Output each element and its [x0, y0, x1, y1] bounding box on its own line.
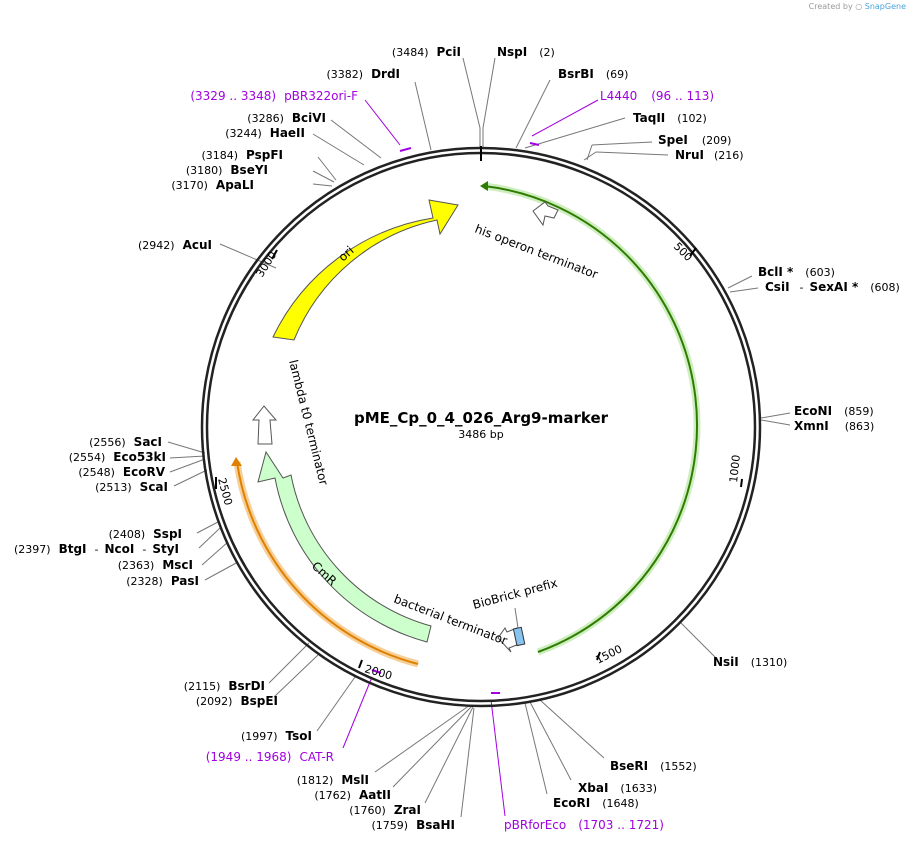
- site-labels: (3484)PciI NspI(2) (3382)DrdI BsrBI(69) …: [14, 45, 900, 832]
- biobrick-prefix-block: [512, 626, 526, 647]
- tick-label-3000: 3000: [254, 249, 280, 280]
- site-ApaLI[interactable]: (3170)ApaLI: [171, 178, 254, 192]
- primer-pBR322ori-F[interactable]: (3329 .. 3348)pBR322ori-F: [190, 89, 358, 103]
- site-HaeII[interactable]: (3244)HaeII: [225, 126, 305, 140]
- site-SpeI[interactable]: SpeI(209): [658, 133, 731, 147]
- site-BciVI[interactable]: (3286)BciVI: [247, 111, 326, 125]
- site-BsrDI[interactable]: (2115)BsrDI: [184, 679, 265, 693]
- green-feature-arrowhead: [480, 181, 488, 191]
- site-AatII[interactable]: (1762)AatII: [314, 788, 391, 802]
- orange-feature-arc: [236, 461, 419, 665]
- site-TaqII[interactable]: TaqII(102): [633, 111, 707, 125]
- site-PasI[interactable]: (2328)PasI: [126, 574, 199, 588]
- primer-marks: [371, 142, 540, 694]
- site-BspEI[interactable]: (2092)BspEI: [196, 694, 278, 708]
- green-feature-arc: [483, 185, 699, 653]
- leader-lines: [167, 57, 791, 818]
- site-ScaI[interactable]: (2513)ScaI: [95, 480, 168, 494]
- tick-label-2000: 2000: [363, 662, 393, 682]
- snapgene-credit: Created by ○ SnapGene: [809, 2, 906, 11]
- site-BsaHI[interactable]: (1759)BsaHI: [372, 818, 455, 832]
- tick-marks: [215, 247, 743, 669]
- site-NruI[interactable]: NruI(216): [675, 148, 744, 162]
- lambda-t0-terminator-label: lambda t0 terminator: [286, 358, 331, 486]
- primer-L4440[interactable]: L4440(96 .. 113): [600, 89, 714, 103]
- site-EcoRV[interactable]: (2548)EcoRV: [78, 465, 165, 479]
- site-BtgI-NcoI-StyI[interactable]: (2397)BtgI-NcoI-StyI: [14, 542, 179, 556]
- site-TsoI[interactable]: (1997)TsoI: [241, 729, 312, 743]
- cmr-feature: [257, 450, 432, 643]
- credit-brand: SnapGene: [864, 2, 906, 11]
- site-BclI[interactable]: BclI *(603): [758, 265, 835, 279]
- plasmid-name: pME_Cp_0_4_026_Arg9-marker: [354, 409, 609, 427]
- site-BseYI[interactable]: (3180)BseYI: [186, 163, 268, 177]
- site-SacI[interactable]: (2556)SacI: [89, 435, 162, 449]
- site-NsiI[interactable]: NsiI(1310): [713, 655, 787, 669]
- primer-lines: [342, 99, 599, 817]
- site-XmnI[interactable]: XmnI(863): [794, 419, 874, 433]
- primer-labels: (3329 .. 3348)pBR322ori-F L4440(96 .. 11…: [190, 89, 714, 832]
- primer-pBRforEco[interactable]: pBRforEco(1703 .. 1721): [504, 818, 664, 832]
- tick-label-1000: 1000: [727, 454, 743, 483]
- site-AcuI[interactable]: (2942)AcuI: [138, 238, 212, 252]
- primer-CAT-R[interactable]: (1949 .. 1968)CAT-R: [206, 750, 334, 764]
- his-operon-terminator-label: his operon terminator: [473, 222, 600, 282]
- site-NspI[interactable]: NspI(2): [497, 45, 555, 59]
- site-Eco53kI[interactable]: (2554)Eco53kI: [69, 450, 166, 464]
- biobrick-leader: [514, 607, 519, 629]
- site-EcoRI[interactable]: EcoRI(1648): [553, 796, 639, 810]
- site-DrdI[interactable]: (3382)DrdI: [326, 67, 400, 81]
- his-terminator-icon: [532, 201, 559, 227]
- site-BsrBI[interactable]: BsrBI(69): [558, 67, 628, 81]
- lambda-terminator-icon: [251, 405, 278, 445]
- site-PspFI[interactable]: (3184)PspFI: [201, 148, 283, 162]
- plasmid-length: 3486 bp: [458, 428, 503, 441]
- credit-prefix: Created by: [808, 2, 853, 11]
- site-MslI[interactable]: (1812)MslI: [297, 773, 369, 787]
- site-SspI[interactable]: (2408)SspI: [109, 527, 182, 541]
- biobrick-prefix-label: BioBrick prefix: [471, 576, 559, 612]
- site-EcoNI[interactable]: EcoNI(859): [794, 404, 874, 418]
- site-CsiI-SexAI[interactable]: CsiI-SexAI *(608): [765, 280, 900, 294]
- site-PciI[interactable]: (3484)PciI: [392, 45, 461, 59]
- site-BseRI[interactable]: BseRI(1552): [610, 759, 697, 773]
- snapgene-logo-icon: ○: [855, 2, 863, 11]
- site-ZraI[interactable]: (1760)ZraI: [349, 803, 421, 817]
- site-MscI[interactable]: (2363)MscI: [118, 558, 193, 572]
- orange-feature-arrowhead: [231, 457, 242, 466]
- site-XbaI[interactable]: XbaI(1633): [578, 781, 657, 795]
- ori-feature: [272, 199, 459, 341]
